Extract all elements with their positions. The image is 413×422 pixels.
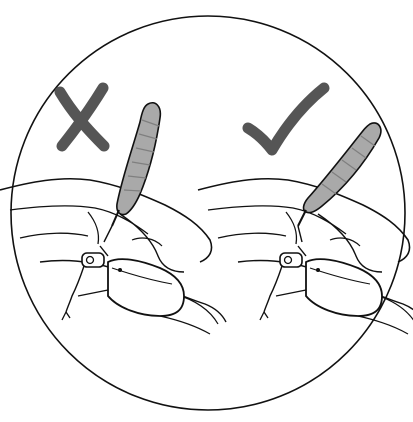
circle-frame [11,16,405,410]
